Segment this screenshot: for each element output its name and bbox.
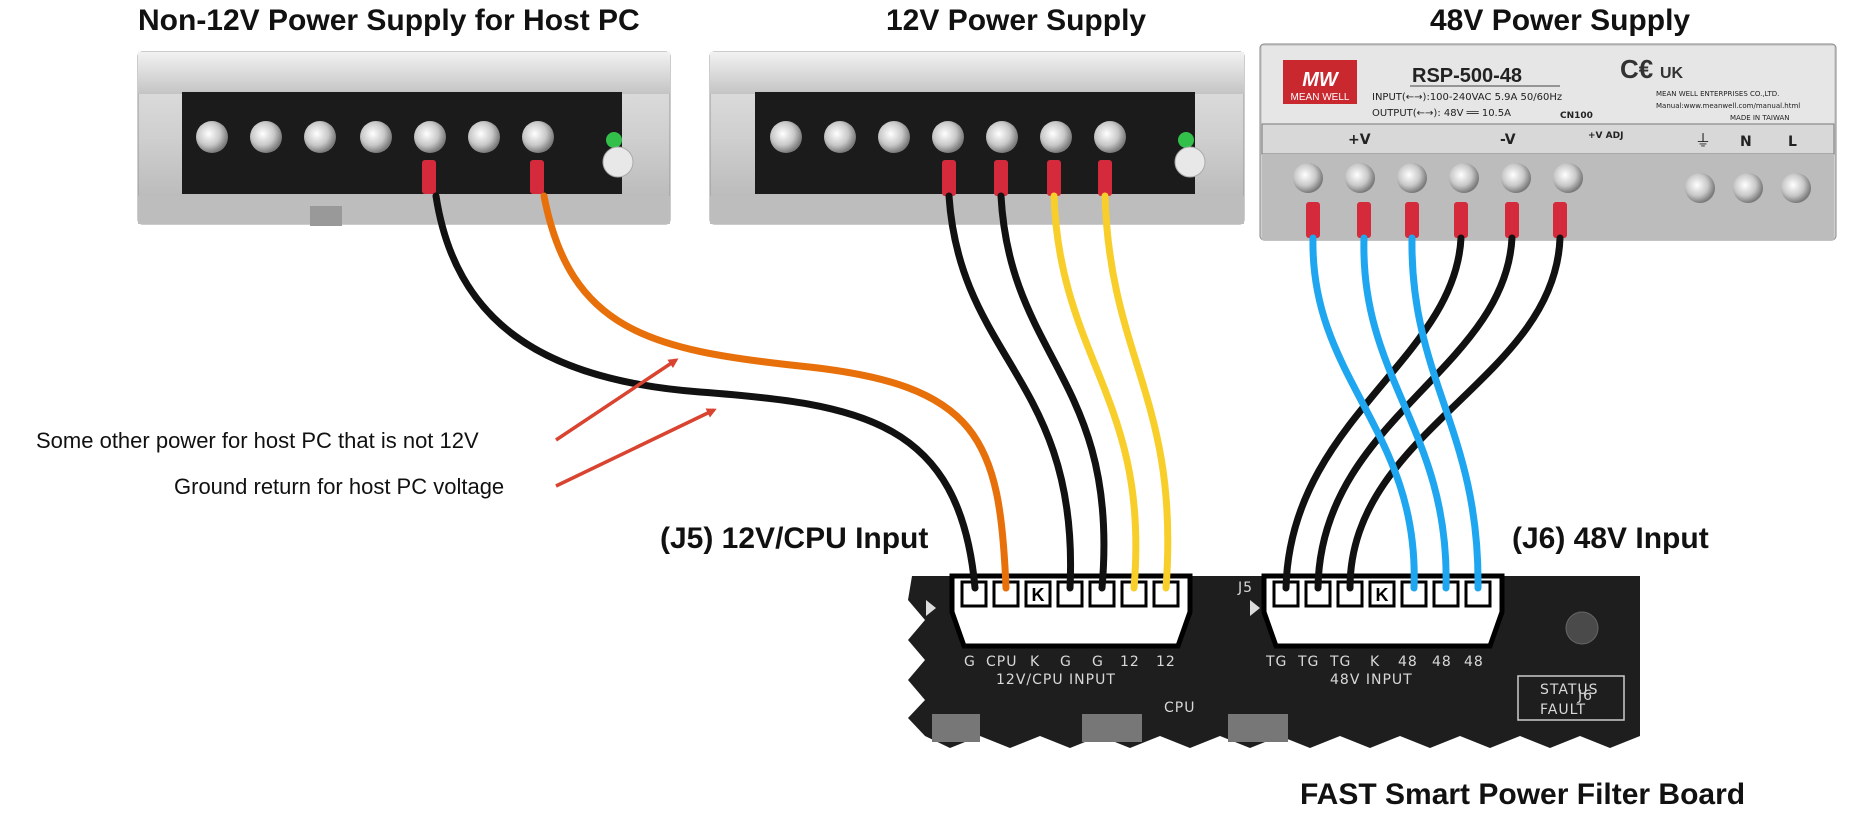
note-host-power: Some other power for host PC that is not…	[36, 428, 479, 453]
crimp-terminal-icon	[994, 160, 1008, 196]
connector-j6: K TG TG TG K 48 48 48 48V INPUT	[1261, 573, 1505, 688]
crimp-terminal-icon	[1505, 202, 1519, 238]
wire-48v-ground-1	[1282, 234, 1465, 592]
j6-pin-4: K	[1370, 654, 1380, 670]
terminal-n: N	[1740, 134, 1752, 150]
j5-pin-7: 12	[1156, 654, 1176, 670]
wire-48v-ground-3	[1346, 234, 1564, 592]
crimp-terminal-icon	[1306, 202, 1320, 238]
j5-pin-6: 12	[1120, 654, 1140, 670]
j6-label: (J6) 48V Input	[1512, 522, 1709, 555]
psu-maker: MEAN WELL ENTERPRISES CO.,LTD.	[1656, 90, 1779, 98]
ukca-mark-icon: UK	[1660, 65, 1684, 82]
brand-logo-text: MW	[1302, 69, 1340, 91]
wire-12v-ground-1	[945, 192, 1075, 592]
psu-code: CN100	[1560, 111, 1593, 121]
board-silk-j5: J5	[1237, 580, 1253, 596]
brand-name: MEAN WELL	[1291, 92, 1350, 103]
wires	[432, 192, 1564, 592]
psu-host-pc	[137, 51, 671, 226]
power-led-icon	[1178, 132, 1194, 148]
psu-origin: MADE IN TAIWAN	[1730, 114, 1790, 122]
j5-pin-3: K	[1030, 654, 1040, 670]
crimp-terminal-icon	[1553, 202, 1567, 238]
j5-silk: 12V/CPU INPUT	[996, 672, 1116, 688]
j6-pin-1: TG	[1265, 654, 1287, 670]
screw-terminal-row	[196, 121, 554, 153]
crimp-terminal-icon	[530, 160, 544, 194]
psu-12v-title: 12V Power Supply	[886, 4, 1146, 37]
crimp-terminal-icon	[1405, 202, 1419, 238]
voltage-adjust-knob-icon	[1174, 146, 1206, 178]
psu-manual-site: Manual:www.meanwell.com/manual.html	[1656, 102, 1800, 110]
crimp-terminal-icon	[1098, 160, 1112, 196]
board-silk-status: STATUS	[1540, 682, 1599, 698]
crimp-terminal-icon	[1047, 160, 1061, 196]
j5-pin-labels: G CPU K G G 12 12	[964, 654, 1176, 670]
terminal-l: L	[1788, 134, 1797, 150]
terminal-v-adj: +V ADJ	[1588, 131, 1623, 141]
ce-mark-icon: C€	[1620, 54, 1653, 84]
psu-input-rating: INPUT(←→):100-240VAC 5.9A 50/60Hz	[1372, 92, 1562, 103]
status-led-icon	[1565, 611, 1599, 645]
voltage-adjust-knob-icon	[602, 146, 634, 178]
arrow-host-power	[555, 358, 679, 442]
wire-48v-power-3	[1408, 234, 1482, 592]
psu-output-rating: OUTPUT(←→): 48V ══ 10.5A	[1372, 108, 1511, 119]
wire-12v-power-2	[1101, 192, 1172, 592]
board-title: FAST Smart Power Filter Board	[1300, 778, 1745, 811]
j6-silk: 48V INPUT	[1330, 672, 1413, 688]
j6-pin-5: 48	[1398, 654, 1418, 670]
j6-pin-2: TG	[1297, 654, 1319, 670]
screw-terminal-row	[1293, 163, 1811, 203]
psu-48v-title: 48V Power Supply	[1430, 4, 1690, 37]
board-silk-fault: FAULT	[1540, 702, 1586, 718]
note-ground-return: Ground return for host PC voltage	[174, 474, 504, 499]
j6-pin-7: 48	[1464, 654, 1484, 670]
wire-host-power	[540, 192, 1010, 592]
power-led-icon	[606, 132, 622, 148]
crimp-terminal-icon	[1357, 202, 1371, 238]
wire-48v-power-1	[1309, 234, 1418, 592]
screw-terminal-row	[770, 121, 1126, 153]
wire-48v-ground-2	[1314, 234, 1516, 592]
j6-pin-labels: TG TG TG K 48 48 48	[1265, 654, 1484, 670]
key-mark-j5: K	[1032, 585, 1045, 605]
j6-pin-6: 48	[1432, 654, 1452, 670]
board-silk-cpu: CPU	[1164, 700, 1195, 716]
terminal-minus-v: -V	[1500, 132, 1516, 148]
wire-12v-ground-2	[997, 192, 1108, 592]
board-silk-j6: J6	[1577, 688, 1593, 704]
j5-pin-1: G	[964, 654, 976, 670]
ground-symbol-icon: ⏚	[1695, 132, 1711, 150]
key-mark-j6: K	[1376, 585, 1389, 605]
crimp-terminal-icon	[942, 160, 956, 196]
mean-well-logo	[1283, 60, 1357, 104]
j5-pin-2: CPU	[986, 654, 1017, 670]
fast-power-filter-board: J5 J6 STATUS FAULT CPU K G CPU K G G	[908, 573, 1640, 748]
psu-model: RSP-500-48	[1412, 65, 1522, 87]
j5-label: (J5) 12V/CPU Input	[660, 522, 928, 555]
terminal-plus-v: +V	[1348, 132, 1371, 148]
psu-host-title: Non-12V Power Supply for Host PC	[138, 4, 640, 37]
arrow-ground-return	[555, 408, 717, 488]
wire-48v-power-2	[1360, 234, 1450, 592]
psu-12v	[709, 51, 1245, 225]
crimp-terminal-icon	[422, 160, 436, 194]
j5-pin-5: G	[1092, 654, 1104, 670]
j6-pin-3: TG	[1329, 654, 1351, 670]
psu-48v: MW MEAN WELL RSP-500-48 INPUT(←→):100-24…	[1259, 43, 1837, 241]
wire-12v-power-1	[1050, 192, 1140, 592]
crimp-terminal-icon	[1454, 202, 1468, 238]
wire-host-ground	[432, 192, 979, 592]
j5-pin-4: G	[1060, 654, 1072, 670]
